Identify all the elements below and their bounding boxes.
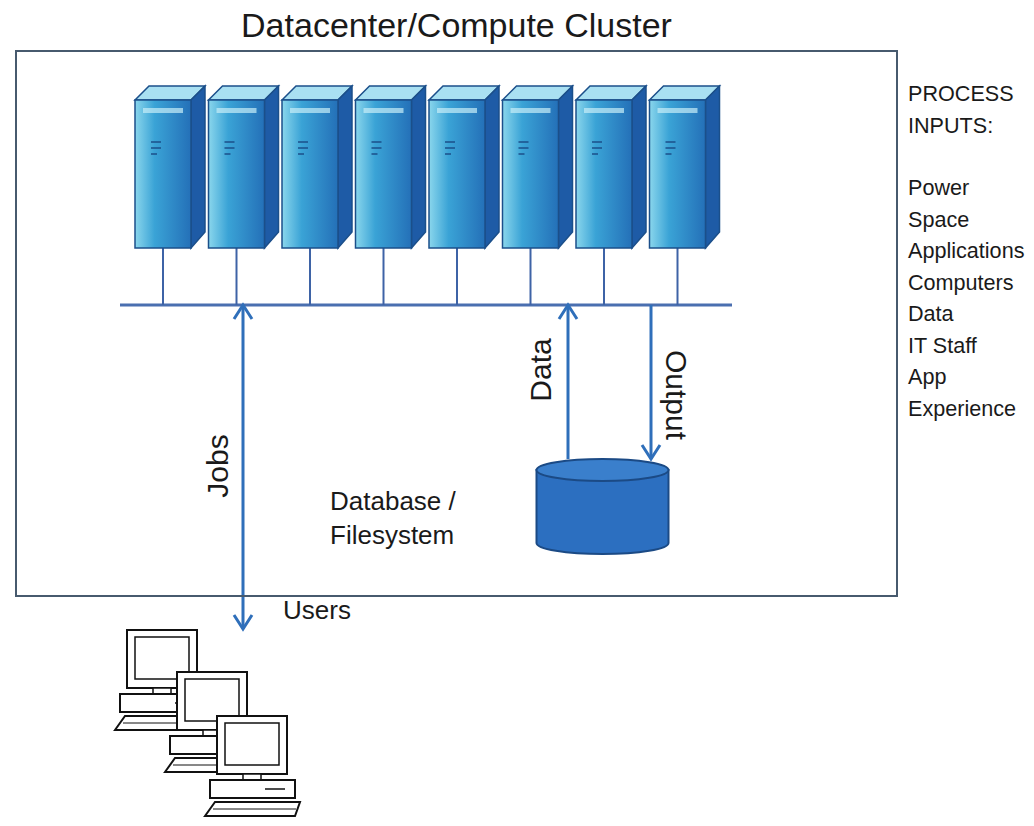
connector-line: [567, 305, 570, 459]
arrowhead: [234, 615, 252, 629]
connector: [559, 305, 577, 459]
database-cylinder: Database / Filesystem: [535, 458, 670, 555]
list-heading: PROCESS INPUTS:: [908, 78, 1028, 141]
connector: [642, 305, 660, 459]
arrowhead: [234, 305, 252, 319]
list-item: IT Staff: [908, 330, 1028, 362]
users-group: Users: [105, 628, 305, 822]
cluster-title: Datacenter/Compute Cluster: [17, 5, 896, 45]
list-item: Space: [908, 204, 1028, 236]
cylinder-outline: [535, 458, 670, 555]
connector-line: [650, 305, 653, 459]
arrowhead: [642, 445, 660, 459]
jobs-label: Jobs: [201, 434, 235, 497]
list-item: Computers: [908, 267, 1028, 299]
data-label: Data: [524, 338, 558, 401]
cluster-box: Datacenter/Compute ClusterDatabase / Fil…: [15, 50, 898, 597]
list-item: Applications: [908, 235, 1028, 267]
process-inputs-list: PROCESS INPUTS: PowerSpaceApplicationsCom…: [908, 78, 1028, 424]
connector: [234, 305, 252, 629]
users-label: Users: [283, 595, 351, 625]
list-item: Data: [908, 298, 1028, 330]
list-item: Power: [908, 172, 1028, 204]
arrowhead: [559, 305, 577, 319]
output-label: Output: [659, 350, 693, 440]
database-label: Database / Filesystem: [330, 484, 465, 552]
list-item: App Experience: [908, 361, 1028, 424]
connector-line: [242, 305, 245, 629]
